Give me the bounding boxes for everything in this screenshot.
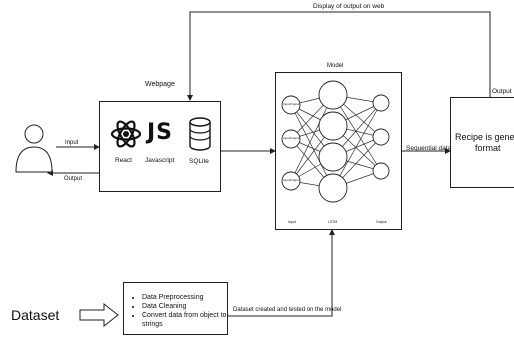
sequential-data-label: Sequential data bbox=[406, 145, 452, 152]
dataset-to-model-arrow bbox=[228, 229, 335, 317]
step-item: strings bbox=[142, 321, 163, 328]
javascript-label: Javascript bbox=[145, 157, 175, 164]
input-label: Input bbox=[65, 140, 79, 146]
output-top-label: Output bbox=[492, 88, 512, 95]
js-icon: JS bbox=[147, 120, 174, 145]
sqlite-label: SQLite bbox=[189, 158, 209, 165]
preprocessing-box: Data Preprocessing Data Cleaning Convert… bbox=[123, 282, 228, 335]
output-node bbox=[372, 94, 390, 112]
display-output-label: Display of output on web bbox=[313, 3, 385, 10]
output-layer-label: Output bbox=[376, 220, 387, 224]
dataset-arrow-label: Dataset created and tested on the model bbox=[233, 307, 342, 313]
step-item: Data Cleaning bbox=[142, 302, 226, 311]
step-item: Data Preprocessing bbox=[142, 293, 226, 302]
input-node-label: Input/Output bbox=[283, 102, 300, 106]
dataset-title: Dataset bbox=[11, 307, 60, 323]
database-icon bbox=[188, 117, 212, 156]
output-node bbox=[372, 128, 390, 146]
input-node-label: Input/Output bbox=[283, 178, 300, 182]
preprocessing-steps: Data Preprocessing Data Cleaning Convert… bbox=[130, 293, 226, 329]
output-label: Output bbox=[64, 176, 83, 182]
input-node bbox=[281, 95, 301, 115]
neural-network bbox=[281, 80, 390, 203]
hidden-node bbox=[318, 111, 348, 141]
input-node bbox=[281, 171, 301, 191]
recipe-box: Recipe is generated in t format bbox=[450, 97, 514, 188]
input-node-label: Input/Output bbox=[283, 136, 300, 140]
step-item: Convert data from object to bbox=[142, 311, 226, 320]
webpage-box: React JS Javascript SQLite bbox=[99, 101, 221, 192]
react-icon bbox=[110, 116, 142, 157]
dataset-hollow-arrow bbox=[79, 302, 119, 328]
output-node bbox=[372, 162, 390, 180]
recipe-text-line2: format bbox=[475, 143, 501, 153]
model-title: Model bbox=[327, 63, 344, 69]
react-label: React bbox=[115, 157, 132, 164]
display-output-arrow bbox=[187, 11, 491, 101]
hidden-node bbox=[318, 173, 348, 203]
hidden-node bbox=[318, 80, 348, 110]
recipe-text-line1: Recipe is generated in t bbox=[455, 132, 514, 142]
hidden-node bbox=[318, 142, 348, 172]
lstm-layer-label: LSTM bbox=[328, 220, 338, 224]
input-node bbox=[281, 129, 301, 149]
input-layer-label: Input bbox=[288, 220, 296, 224]
user-icon bbox=[14, 122, 56, 185]
webpage-title: Webpage bbox=[145, 81, 175, 88]
model-box: Input/Output Input/Output Input/Output I… bbox=[275, 72, 402, 230]
